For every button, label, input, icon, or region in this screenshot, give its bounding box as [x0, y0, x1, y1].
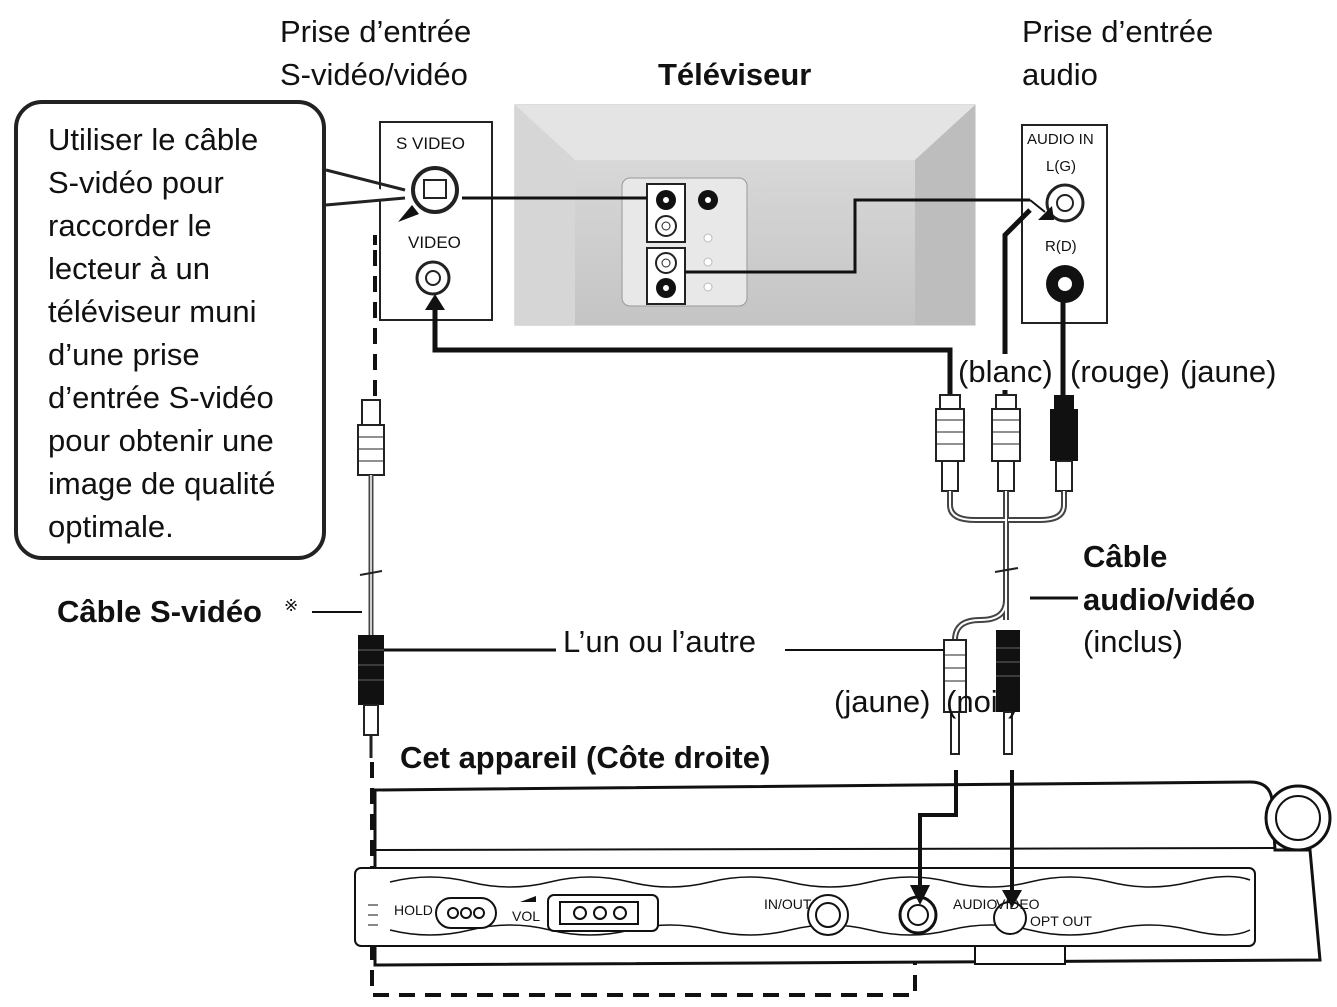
svideo-cable-label: Câble S-vidéo [57, 594, 262, 629]
svideo-tip-callout: Utiliser le câble S-vidéo pour raccorder… [14, 100, 326, 560]
callout-tail-bottom [325, 196, 406, 207]
arrow-left-audio [1038, 206, 1054, 220]
dvd-player-unit [354, 780, 1332, 967]
black-label: (noir) [946, 684, 1019, 719]
callout-line: pour obtenir une [48, 423, 274, 458]
red-label: (rouge) [1070, 354, 1170, 390]
svideo-jack-label-2: S-vidéo/vidéo [280, 57, 468, 92]
yellow-top-label: (jaune) [1180, 354, 1277, 390]
svideo-video-panel [379, 121, 493, 321]
callout-line: image de qualité [48, 466, 276, 501]
panel-video-text: VIDEO [408, 233, 461, 252]
device-audio-text: AUDIO [953, 896, 998, 912]
svideo-cable [357, 399, 385, 758]
callout-line: Utiliser le câble [48, 122, 259, 157]
yellow-arrowhead [910, 885, 930, 905]
tv-label: Téléviseur [658, 57, 812, 92]
callout-tail-fill [326, 170, 405, 205]
plugs-bottom [943, 630, 1020, 755]
av-cable-label-3: (inclus) [1083, 624, 1183, 659]
panel-right-text: R(D) [1045, 238, 1077, 255]
audio-jack-label-1: Prise d’entrée [1022, 14, 1214, 49]
device-inout-text: IN/OUT [764, 896, 812, 912]
callout-line: d’une prise [48, 337, 200, 372]
tv-connection-lines [462, 196, 1046, 274]
callout-line: optimale. [48, 509, 174, 544]
av-cable-inner [949, 491, 1065, 641]
device-video-text: VIDEO [996, 896, 1040, 912]
either-label: L’un ou l’autre [563, 624, 757, 659]
svideo-cable-mark: ※ [284, 596, 299, 615]
arrow-video-in [425, 294, 445, 310]
video-return-line [432, 300, 953, 395]
audio-in-panel [1021, 124, 1108, 324]
audio-jack-label-2: audio [1022, 57, 1098, 92]
device-hold-text: HOLD [394, 902, 433, 918]
svideo-jack-label-1: Prise d’entrée [280, 14, 472, 49]
callout-line: raccorder le [48, 208, 212, 243]
av-cable-label-2: audio/vidéo [1083, 582, 1256, 617]
black-arrowhead [1002, 890, 1022, 908]
white-label: (blanc) [958, 354, 1053, 390]
device-optout-text: OPT OUT [1030, 913, 1092, 929]
av-cable-label-1: Câble [1083, 539, 1168, 574]
yellow-plug-arrow [918, 770, 958, 890]
callout-line: téléviseur muni [48, 294, 257, 329]
device-vol-text: VOL [512, 908, 541, 924]
callout-line: S-vidéo pour [48, 165, 224, 200]
white-audio-line [1002, 208, 1032, 395]
unit-label: Cet appareil (Côte droite) [400, 740, 771, 775]
tv-back [514, 104, 976, 326]
panel-svideo-text: S VIDEO [396, 134, 465, 153]
callout-line: d’entrée S-vidéo [48, 380, 274, 415]
panel-audio-in-text: AUDIO IN [1027, 131, 1094, 148]
callout-tail-top [325, 168, 406, 192]
panel-left-text: L(G) [1046, 158, 1076, 175]
yellow-bottom-label: (jaune) [834, 684, 931, 720]
callout-line: lecteur à un [48, 251, 210, 286]
rca-plugs-top [935, 394, 1078, 492]
